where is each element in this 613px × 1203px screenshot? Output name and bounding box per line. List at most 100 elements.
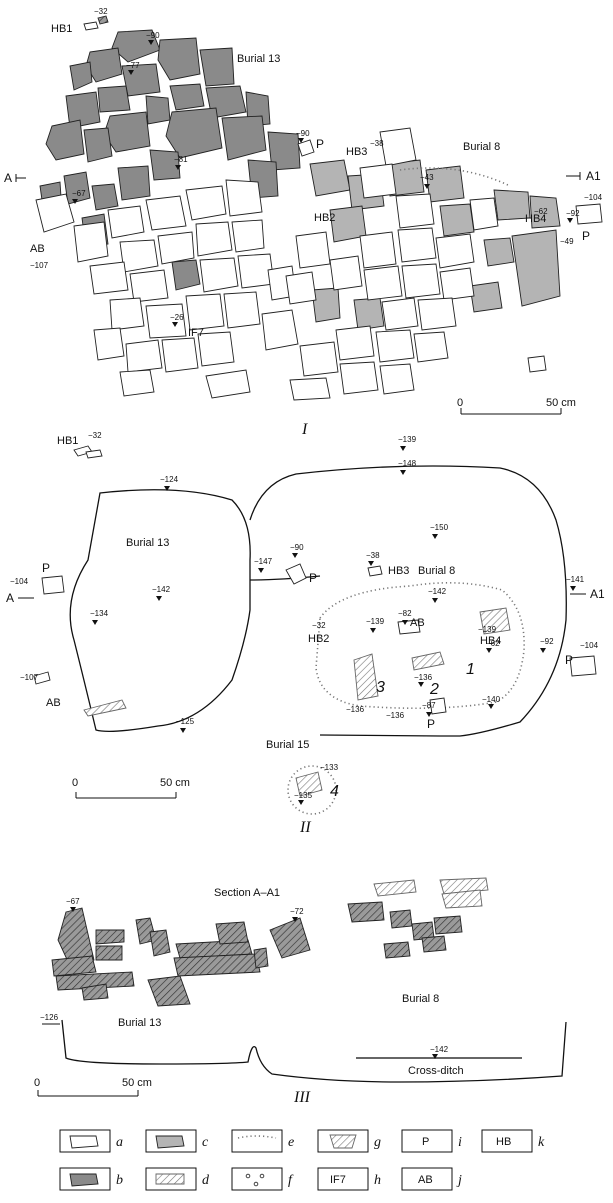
svg-text:−107: −107 <box>20 673 39 682</box>
p2-p-label-d: P <box>427 717 435 731</box>
p2-burial15-outline <box>287 765 337 815</box>
p1-a1-label: A1 <box>586 169 601 183</box>
svg-text:−67: −67 <box>72 189 86 198</box>
svg-text:−62: −62 <box>534 207 548 216</box>
p1-ab-label: AB <box>30 243 45 255</box>
svg-text:−104: −104 <box>584 193 603 202</box>
p2-ab-label-a: AB <box>410 617 425 629</box>
p1-p-label-a: P <box>316 137 324 151</box>
svg-text:−107: −107 <box>30 261 49 270</box>
svg-text:−90: −90 <box>290 543 304 552</box>
p2-ab-label-b: AB <box>46 697 61 709</box>
legend-j-box: AB <box>418 1174 433 1186</box>
p1-hb1-label: HB1 <box>51 23 72 35</box>
p2-hb2-label: HB2 <box>308 633 329 645</box>
svg-text:−104: −104 <box>580 641 599 650</box>
legend-b: b <box>116 1173 123 1188</box>
legend-h: h <box>374 1173 381 1188</box>
panel-i: HB1 Burial 13 Burial 8 HB3 HB2 HB4 AB IF… <box>4 7 603 438</box>
p2-hb1-label: HB1 <box>57 435 78 447</box>
p2-find-3: 3 <box>376 679 385 696</box>
p2-roman-label: II <box>299 819 311 836</box>
svg-text:50 cm: 50 cm <box>546 397 576 409</box>
p3-pit-profile <box>61 1019 567 1083</box>
p2-burial8-label: Burial 8 <box>418 565 455 577</box>
svg-text:0: 0 <box>72 777 78 789</box>
legend-j: j <box>456 1173 462 1188</box>
svg-text:−139: −139 <box>398 435 417 444</box>
svg-text:−90: −90 <box>296 129 310 138</box>
p2-p-label-b: P <box>309 571 317 585</box>
svg-text:−139: −139 <box>366 617 385 626</box>
svg-text:−139: −139 <box>478 625 497 634</box>
svg-text:−136: −136 <box>386 711 405 720</box>
svg-text:−142: −142 <box>430 1045 449 1054</box>
p1-burial13-label: Burial 13 <box>237 53 280 65</box>
legend-i-box: P <box>422 1136 429 1148</box>
svg-text:−147: −147 <box>254 557 273 566</box>
svg-text:−67: −67 <box>66 897 80 906</box>
svg-text:−136: −136 <box>346 705 365 714</box>
legend-k-box: HB <box>496 1136 511 1148</box>
legend-i: i <box>458 1135 462 1150</box>
legend-e: e <box>288 1135 294 1150</box>
svg-text:−62: −62 <box>486 639 500 648</box>
svg-text:−26: −26 <box>170 313 184 322</box>
p2-hb4-label: HB4 <box>480 635 501 647</box>
panel-iii: Section A–A1 Burial 13 Burial 8 Cross-di… <box>34 877 567 1106</box>
p1-if7-label: IF7 <box>188 327 204 339</box>
svg-text:−77: −77 <box>126 61 140 70</box>
svg-text:−136: −136 <box>414 673 433 682</box>
p2-a1-label: A1 <box>590 587 605 601</box>
p2-find-4: 4 <box>330 783 339 800</box>
svg-text:−32: −32 <box>312 621 326 630</box>
p2-burial8-outline <box>249 465 567 737</box>
p3-cross-ditch-label: Cross-ditch <box>408 1065 464 1077</box>
legend-g: g <box>374 1135 381 1150</box>
svg-text:−90: −90 <box>146 31 160 40</box>
svg-text:−92: −92 <box>566 209 580 218</box>
burial-13-white-stones <box>35 179 299 399</box>
legend-f: f <box>288 1173 294 1188</box>
p2-burial13-label: Burial 13 <box>126 537 169 549</box>
p1-hb4-label: HB4 <box>525 213 546 225</box>
p1-scale-bar: 0 50 cm <box>457 397 576 415</box>
legend-k: k <box>538 1135 545 1150</box>
svg-text:−142: −142 <box>428 587 447 596</box>
svg-text:−92: −92 <box>540 637 554 646</box>
p2-burial13-outline <box>69 489 251 732</box>
svg-text:0: 0 <box>457 397 463 409</box>
svg-text:−141: −141 <box>566 575 585 584</box>
p2-find-2: 2 <box>429 681 439 698</box>
p2-p-label-a: P <box>42 561 50 575</box>
p2-p-label-c: P <box>565 653 573 667</box>
panel-ii: HB1 −32 Burial 13 Burial 8 Burial 15 HB3… <box>6 431 605 836</box>
svg-text:−125: −125 <box>176 717 195 726</box>
svg-text:−38: −38 <box>370 139 384 148</box>
legend-h-box: IF7 <box>330 1174 346 1186</box>
svg-text:−133: −133 <box>320 763 339 772</box>
p3-burial8-label: Burial 8 <box>402 993 439 1005</box>
p1-hb2-label: HB2 <box>314 212 335 224</box>
burial-8-stones <box>285 127 561 401</box>
legend-c: c <box>202 1135 209 1150</box>
svg-text:−87: −87 <box>422 701 436 710</box>
legend: a c e g P i HB k b d f IF7 h AB j <box>59 1129 545 1191</box>
svg-text:−148: −148 <box>398 459 417 468</box>
p2-scale-bar: 0 50 cm <box>72 777 190 799</box>
svg-text:−38: −38 <box>366 551 380 560</box>
svg-text:−140: −140 <box>482 695 501 704</box>
svg-text:−81: −81 <box>174 155 188 164</box>
svg-text:−72: −72 <box>290 907 304 916</box>
svg-text:−124: −124 <box>160 475 179 484</box>
p1-hb3-label: HB3 <box>346 146 367 158</box>
svg-text:−32: −32 <box>88 431 102 440</box>
p2-a-label: A <box>6 591 14 605</box>
svg-text:−82: −82 <box>398 609 412 618</box>
p3-section-stones <box>51 877 489 1007</box>
p3-scale-bar: 0 50 cm <box>34 1077 152 1097</box>
p3-burial13-label: Burial 13 <box>118 1017 161 1029</box>
p1-a-label: A <box>4 171 12 185</box>
legend-d: d <box>202 1173 210 1188</box>
